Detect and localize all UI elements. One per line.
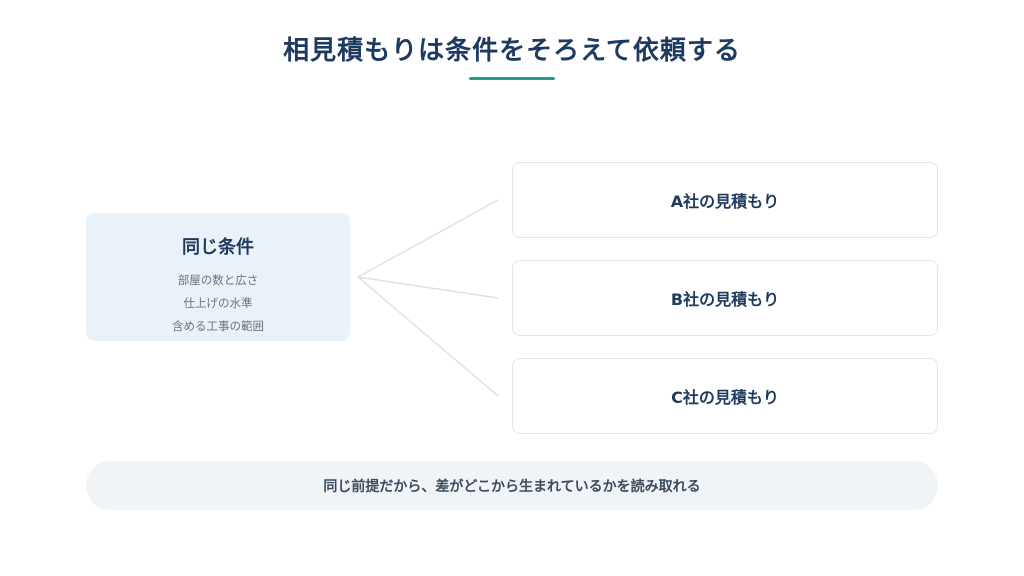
same-conditions-title: 同じ条件 (182, 237, 254, 258)
same-conditions-box: 同じ条件 部屋の数と広さ 仕上げの水準 含める工事の範囲 (86, 213, 350, 341)
condition-list: 部屋の数と広さ 仕上げの水準 含める工事の範囲 (86, 269, 350, 338)
condition-item: 部屋の数と広さ (177, 273, 259, 287)
page-title: 相見積もりは条件をそろえて依頼する (283, 36, 741, 66)
summary-text: 同じ前提だから、差がどこから生まれているかを読み取れる (323, 478, 701, 495)
connector-line-b (357, 276, 499, 299)
quote-box-c: C社の見積もり (512, 358, 938, 434)
connector-line-c (357, 276, 499, 397)
summary-pill: 同じ前提だから、差がどこから生まれているかを読み取れる (86, 461, 938, 510)
quote-label-a: A社の見積もり (670, 192, 780, 211)
quote-label-b: B社の見積もり (670, 290, 780, 309)
title-underline (469, 77, 555, 80)
quote-box-a: A社の見積もり (512, 162, 938, 238)
connector-line-a (357, 199, 499, 278)
condition-item: 仕上げの水準 (183, 296, 253, 310)
quote-label-c: C社の見積もり (671, 388, 779, 407)
quote-box-b: B社の見積もり (512, 260, 938, 336)
condition-item: 含める工事の範囲 (172, 319, 264, 333)
